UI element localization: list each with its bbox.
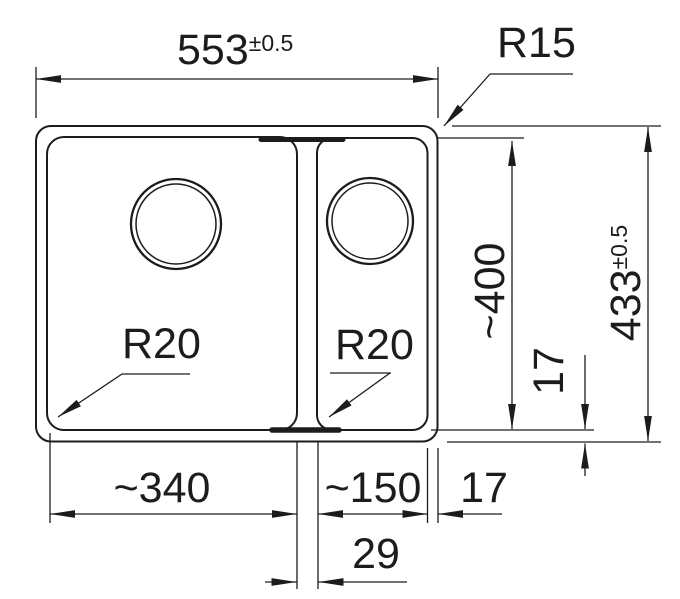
leader-arrow [443, 73, 491, 127]
dim-right-bowl-width: ~150 [318, 464, 428, 518]
left-drain-inner-circle [135, 183, 217, 265]
bottom-rim-label: 17 [525, 347, 573, 395]
callout-outer-corner-radius: R15 [443, 19, 576, 127]
left-bowl [46, 136, 298, 431]
right-bowl-radius-label: R20 [335, 321, 414, 369]
left-drain-outer-circle [129, 177, 223, 271]
right-drain-inner-circle [331, 182, 409, 260]
dim-right-rim: 17 [438, 464, 508, 518]
leader-arrow [57, 373, 123, 418]
right-bowl-width-label: ~150 [325, 464, 422, 512]
sink-outer-rim [35, 125, 439, 443]
right-bowl [316, 137, 429, 431]
dim-bottom-rim: 17 [525, 347, 589, 476]
leader-arrow [328, 372, 391, 418]
outer-corner-radius-label: R15 [497, 19, 576, 67]
dim-divider-width: 29 [265, 530, 407, 586]
right-drain-outer-circle [325, 176, 415, 266]
overall-width-label: 553±0.5 [177, 26, 293, 74]
right-rim-label: 17 [460, 464, 508, 512]
left-bowl-width-label: ~340 [114, 464, 211, 512]
overall-depth-label: 433±0.5 [602, 225, 650, 341]
left-bowl-radius-label: R20 [122, 320, 201, 368]
dim-overall-width: 553±0.5 [35, 26, 439, 118]
divider-width-label: 29 [352, 530, 400, 578]
dim-bowl-depth: ~400 [431, 137, 594, 431]
sink-outline-group [35, 125, 439, 443]
bowl-depth-label: ~400 [466, 243, 514, 340]
callout-right-bowl-radius: R20 [328, 321, 414, 418]
dim-overall-depth: 433±0.5 [447, 125, 661, 443]
dim-left-bowl-width: ~340 [50, 464, 297, 518]
callout-left-bowl-radius: R20 [57, 320, 201, 418]
